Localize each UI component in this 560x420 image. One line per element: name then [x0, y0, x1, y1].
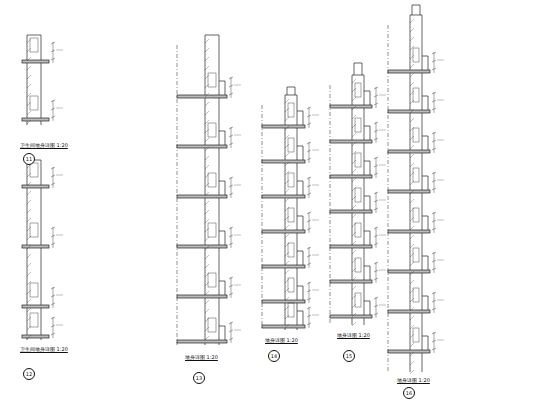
callout-number: 11 — [23, 153, 35, 165]
section-caption: 墙身详图 1:20 — [397, 378, 430, 383]
section-caption: 卫生间墙身详图 1:20 — [20, 143, 68, 148]
section-caption: 墙身详图 1:20 — [185, 355, 218, 360]
callout-number: 13 — [193, 372, 205, 384]
section-caption: 墙身详图 1:20 — [265, 338, 298, 343]
callout-number: 16 — [403, 387, 415, 399]
callout-number: 14 — [268, 350, 280, 362]
callout-number: 15 — [343, 350, 355, 362]
callout-number: 12 — [23, 368, 35, 380]
section-caption: 墙身详图 1:20 — [337, 333, 370, 338]
section-caption: 卫生间墙身详图 1:20 — [20, 347, 68, 352]
